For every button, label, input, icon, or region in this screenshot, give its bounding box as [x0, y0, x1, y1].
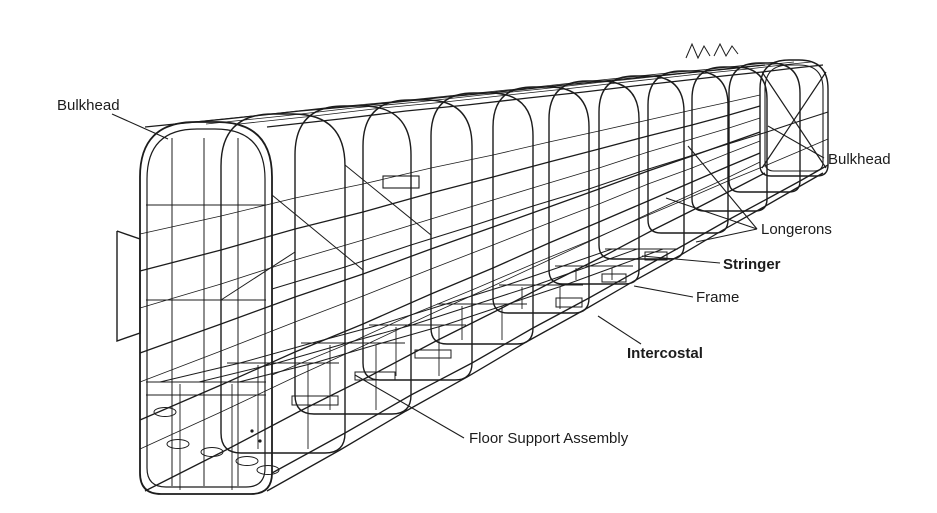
floor-structure	[146, 248, 678, 490]
fuselage-drawing	[116, 42, 829, 495]
leader-longerons-3	[695, 228, 758, 243]
label-bulkhead-left: Bulkhead	[57, 97, 120, 114]
callouts: Bulkhead Bulkhead Longerons Stringer Fra…	[57, 97, 891, 447]
detail-lines	[116, 42, 827, 486]
label-intercostal: Intercostal	[627, 345, 703, 362]
leader-frame	[633, 285, 694, 298]
leader-longerons-2	[665, 197, 758, 230]
stringer-lines	[139, 61, 829, 450]
label-stringer: Stringer	[723, 256, 781, 273]
leader-stringer	[641, 255, 721, 264]
leader-floor-support	[354, 374, 465, 439]
label-bulkhead-right: Bulkhead	[828, 151, 891, 168]
leader-intercostal	[597, 315, 642, 345]
leader-bulkhead-left	[111, 113, 169, 140]
leader-longerons-1	[687, 145, 758, 230]
label-frame: Frame	[696, 289, 739, 306]
label-longerons: Longerons	[761, 221, 832, 238]
label-floor-support-assembly: Floor Support Assembly	[469, 430, 629, 447]
leader-bulkhead-right	[767, 125, 825, 159]
